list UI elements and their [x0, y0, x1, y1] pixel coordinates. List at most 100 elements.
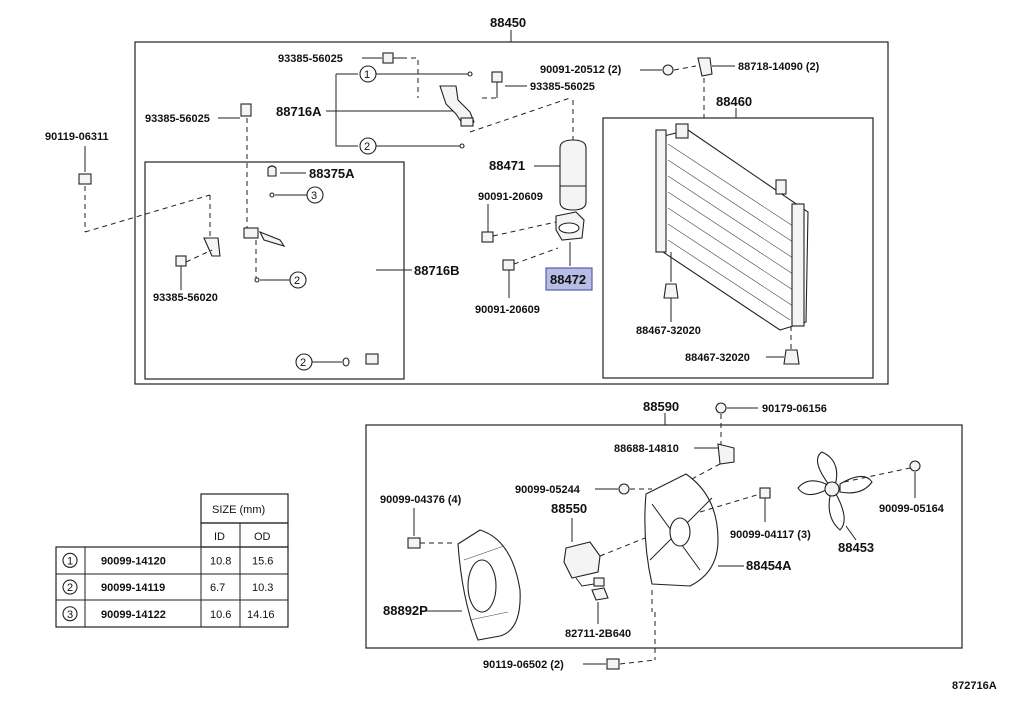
clip-icon [697, 57, 713, 77]
label-90179-06156[interactable]: 90179-06156 [762, 403, 827, 415]
row-od: 15.6 [252, 555, 273, 567]
pipe-fitting-icon [439, 85, 475, 127]
fan-blade-icon-3 [828, 493, 845, 531]
label-88453[interactable]: 88453 [838, 540, 874, 555]
part-88472[interactable]: 88472 [545, 211, 593, 291]
group-label-88460[interactable]: 88460 [716, 94, 752, 109]
label-88467-32020-b[interactable]: 88467-32020 [685, 352, 750, 364]
part-88460-condenser[interactable] [655, 123, 809, 331]
label-90099-04117[interactable]: 90099-04117 (3) [730, 529, 811, 541]
label-88688-14810[interactable]: 88688-14810 [614, 443, 679, 455]
fan-hub-icon [824, 481, 840, 497]
part-90099-05164[interactable]: 90099-05164 [879, 460, 945, 515]
receiver-dryer-icon [559, 139, 587, 211]
callout-2-mid: 2 [254, 240, 307, 289]
bolt-icon [175, 255, 187, 267]
motor-connector [593, 577, 605, 587]
part-88716A[interactable]: 88716A [276, 73, 475, 147]
label-88471[interactable]: 88471 [489, 158, 525, 173]
label-93385-56025-top[interactable]: 93385-56025 [278, 53, 343, 65]
part-90099-05244[interactable]: 90099-05244 [515, 483, 652, 496]
label-90119-06502[interactable]: 90119-06502 (2) [483, 659, 564, 671]
label-88472[interactable]: 88472 [550, 272, 586, 287]
nut-icon [715, 402, 727, 414]
table-size-header: SIZE (mm) [212, 504, 265, 516]
part-93385-56025-top[interactable]: 93385-56025 [278, 52, 420, 98]
bolt-icon [481, 231, 494, 243]
fan-assembly-group: 88590 [365, 399, 963, 649]
group-label-88450[interactable]: 88450 [490, 15, 526, 30]
part-90099-04117[interactable]: 90099-04117 (3) [730, 487, 811, 541]
part-88550[interactable]: 88550 [551, 501, 661, 587]
label-88718-14090[interactable]: 88718-14090 (2) [738, 61, 820, 73]
label-93385-56020[interactable]: 93385-56020 [153, 292, 218, 304]
clip-icon [717, 443, 735, 465]
label-88467-32020-a[interactable]: 88467-32020 [636, 325, 701, 337]
label-88892P[interactable]: 88892P [383, 603, 428, 618]
condenser-frame [602, 117, 874, 379]
callout-1-text: 1 [364, 69, 370, 81]
bolt-icon [240, 103, 252, 117]
row-od: 10.3 [252, 582, 273, 594]
label-93385-56025-mid[interactable]: 93385-56025 [530, 81, 595, 93]
condenser-tank-right [791, 203, 805, 327]
part-93385-56025-mid[interactable]: 93385-56025 [482, 71, 595, 99]
part-88375A[interactable]: 88375A [267, 165, 355, 181]
label-90091-20609-upper[interactable]: 90091-20609 [478, 191, 543, 203]
row-part-number: 90099-14119 [101, 582, 165, 594]
condenser-inlet [675, 123, 689, 139]
connector-icon [591, 587, 609, 601]
bolt-icon [382, 52, 394, 64]
part-90091-20609-lower[interactable]: 90091-20609 [475, 247, 559, 316]
part-93385-56020[interactable]: 93385-56020 [153, 195, 221, 304]
part-90099-04376[interactable]: 90099-04376 (4) [380, 494, 462, 549]
part-90091-20512[interactable]: 90091-20512 (2) [540, 64, 697, 76]
label-88716B[interactable]: 88716B [414, 263, 460, 278]
bolt-icon [502, 259, 515, 271]
part-90119-06502[interactable]: 90119-06502 (2) [483, 612, 656, 671]
valve-cap-icon [267, 165, 277, 177]
label-88454A[interactable]: 88454A [746, 558, 792, 573]
part-82711-2B640[interactable]: 82711-2B640 [565, 587, 631, 640]
label-88550[interactable]: 88550 [551, 501, 587, 516]
part-93385-56025-left[interactable]: 93385-56025 [145, 103, 252, 232]
part-90179-06156[interactable]: 90179-06156 [715, 402, 827, 446]
callout-3-text: 3 [311, 190, 317, 202]
part-90119-06311[interactable]: 90119-06311 [45, 131, 211, 233]
label-90119-06311[interactable]: 90119-06311 [45, 131, 109, 143]
label-90099-05164[interactable]: 90099-05164 [879, 503, 945, 515]
part-88688-14810[interactable]: 88688-14810 [614, 443, 735, 481]
label-82711-2B640[interactable]: 82711-2B640 [565, 628, 631, 640]
highlight-88472 [545, 267, 593, 291]
part-88892P[interactable]: 88892P [383, 529, 521, 641]
label-93385-56025-left[interactable]: 93385-56025 [145, 113, 210, 125]
label-90091-20609-lower[interactable]: 90091-20609 [475, 304, 540, 316]
fan-assembly-frame [365, 424, 963, 649]
label-90099-04376[interactable]: 90099-04376 (4) [380, 494, 462, 506]
label-90091-20512[interactable]: 90091-20512 (2) [540, 64, 622, 76]
nut-icon [618, 483, 630, 495]
group-label-88590[interactable]: 88590 [643, 399, 679, 414]
part-88718-14090[interactable]: 88718-14090 (2) [697, 57, 820, 118]
part-88467-32020-a[interactable]: 88467-32020 [636, 283, 701, 337]
fan-blade-icon-4 [797, 480, 827, 496]
label-90099-05244[interactable]: 90099-05244 [515, 484, 581, 496]
part-88716B[interactable]: 88716B [243, 204, 460, 365]
part-90091-20609-upper[interactable]: 90091-20609 [478, 191, 557, 243]
bolt-icon [78, 173, 92, 185]
label-88375A[interactable]: 88375A [309, 166, 355, 181]
fan-motor-icon [563, 541, 601, 579]
pipe-joint-icon [243, 227, 259, 239]
label-88716A[interactable]: 88716A [276, 104, 322, 119]
row-callout [62, 579, 78, 595]
part-88471[interactable]: 88471 [489, 100, 587, 211]
cushion-icon [663, 283, 679, 299]
part-88467-32020-b[interactable]: 88467-32020 [685, 326, 800, 365]
part-88454A[interactable]: 88454A [644, 473, 792, 612]
callout-2-bottom: 2 [295, 353, 350, 371]
callout-2-text-top: 2 [364, 141, 370, 153]
part-88453[interactable]: 88453 [797, 451, 911, 555]
